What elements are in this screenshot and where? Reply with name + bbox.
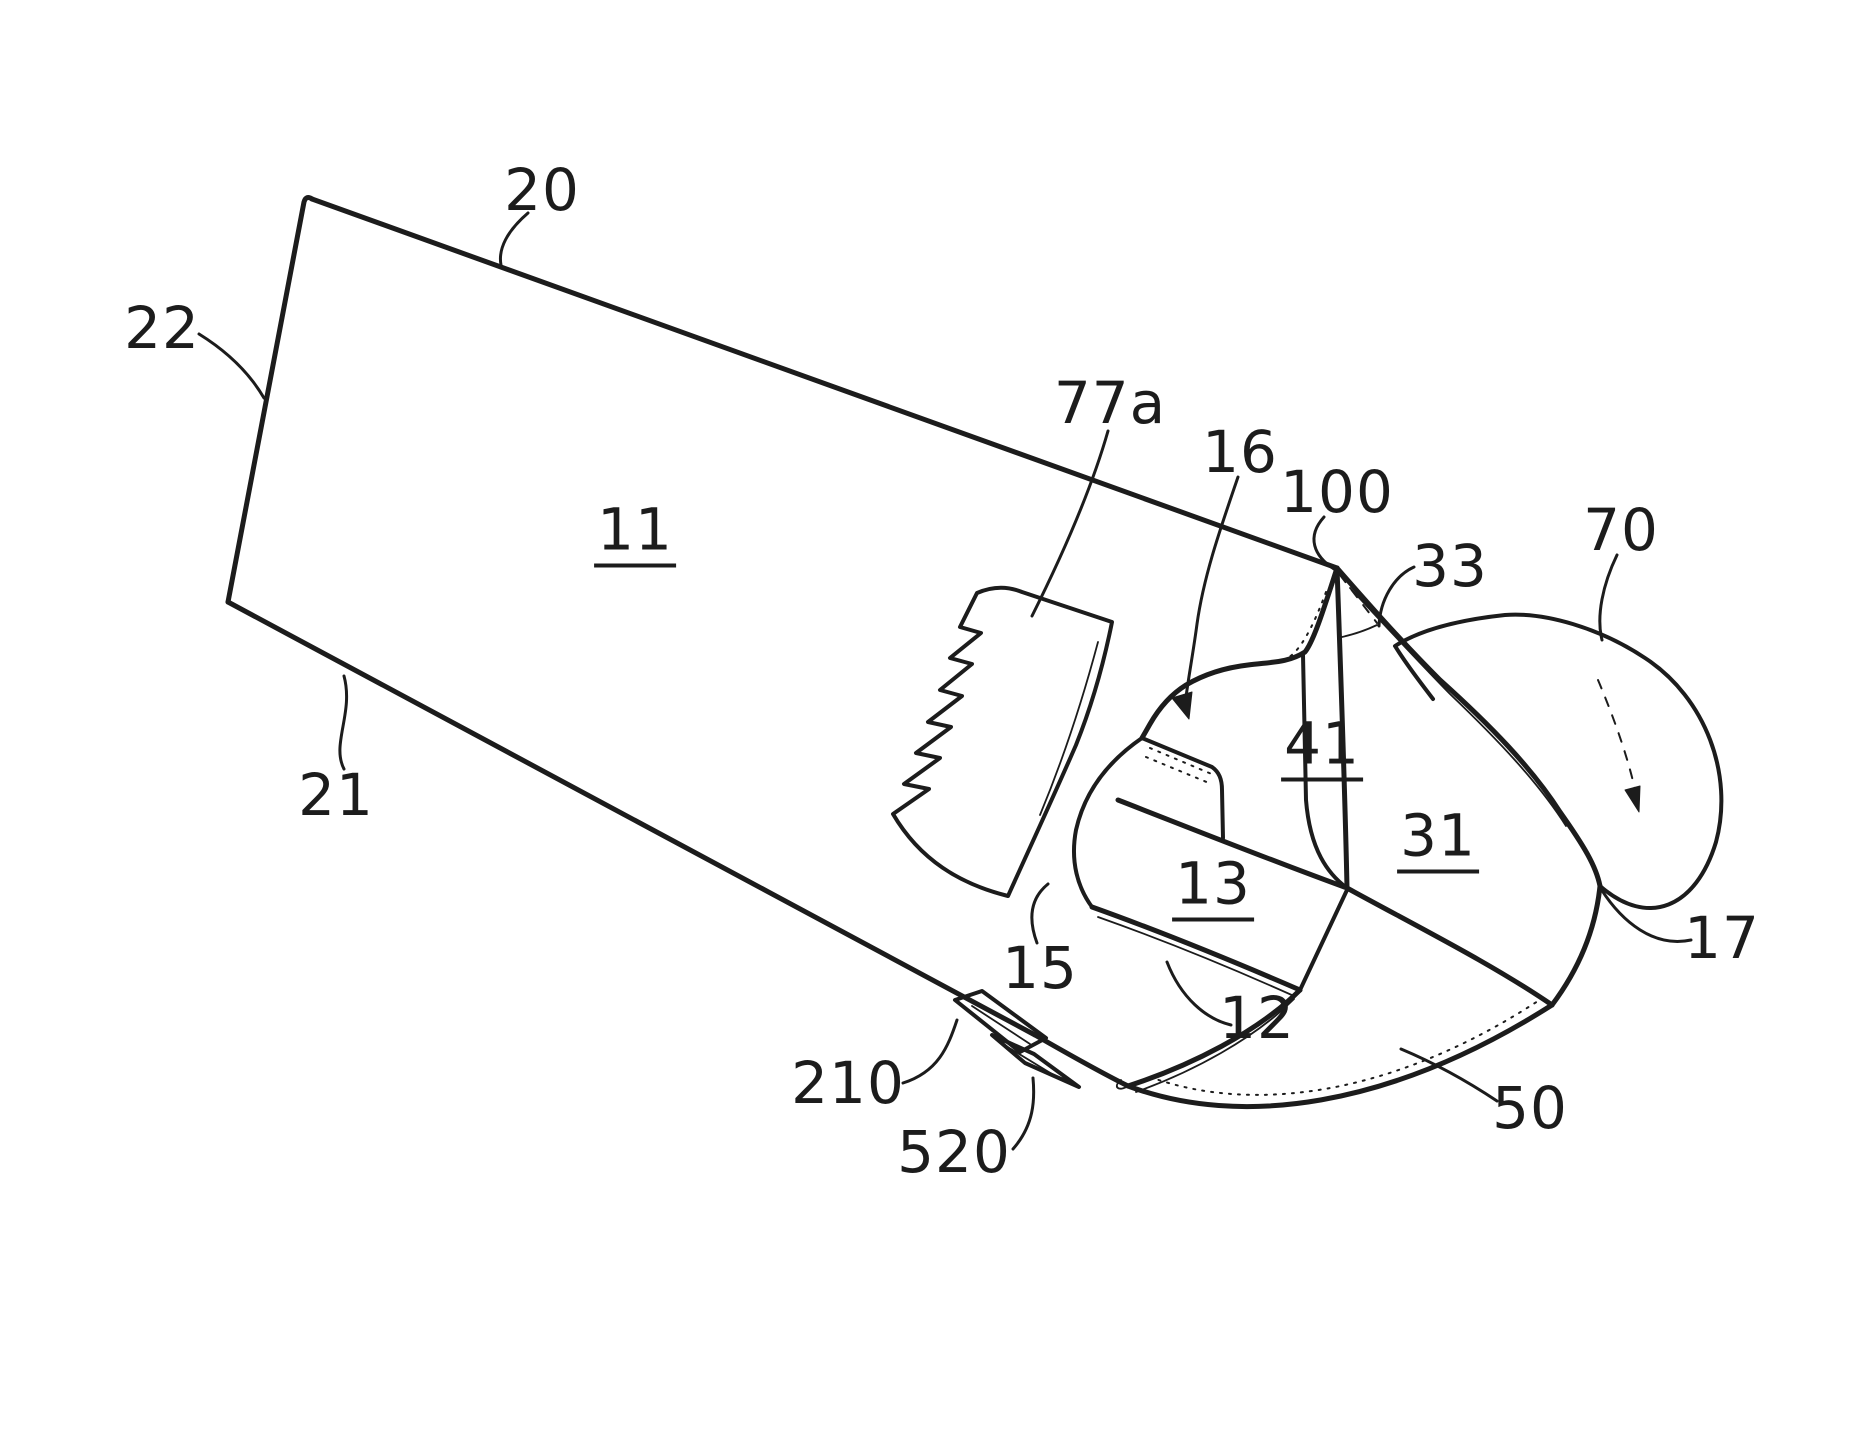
ref-label-17: 17 xyxy=(1684,904,1760,972)
arrow-16 xyxy=(1171,691,1193,720)
ref-label-11: 11 xyxy=(594,501,676,568)
hood-and-facet-41 xyxy=(1139,565,1555,1008)
edge-tabs xyxy=(953,989,1081,1089)
ref-label-16: 16 xyxy=(1202,418,1278,486)
scoop-70-outline xyxy=(1393,612,1724,910)
ref-label-22: 22 xyxy=(124,294,200,362)
serrated-plate xyxy=(891,585,1114,898)
leader-520 xyxy=(1011,1076,1036,1151)
ref-label-70: 70 xyxy=(1583,496,1659,564)
leader-15 xyxy=(1030,882,1050,945)
ref-label-210: 210 xyxy=(791,1049,905,1117)
ref-label-12: 12 xyxy=(1219,984,1295,1052)
ref-label-20: 20 xyxy=(504,156,580,224)
leader-22 xyxy=(197,332,266,400)
ref-label-31: 31 xyxy=(1397,807,1479,874)
ref-label-77a: 77a xyxy=(1053,369,1167,437)
leader-16 xyxy=(1184,475,1240,699)
leader-100 xyxy=(1312,515,1336,571)
leader-50 xyxy=(1399,1047,1499,1103)
leader-20 xyxy=(498,211,530,267)
body-outline xyxy=(225,195,1340,1090)
ref-label-21: 21 xyxy=(298,761,374,829)
ref-label-520: 520 xyxy=(897,1118,1011,1186)
leader-lines xyxy=(197,211,1693,1151)
leader-77a xyxy=(1030,429,1110,618)
step-facets xyxy=(1072,736,1350,1093)
ref-label-33: 33 xyxy=(1412,532,1488,600)
leader-17 xyxy=(1599,887,1693,943)
leader-210 xyxy=(901,1018,959,1085)
scoop-blade-outline xyxy=(1125,883,1603,1110)
ref-label-41: 41 xyxy=(1281,715,1363,782)
leader-33 xyxy=(1377,565,1416,628)
leader-21 xyxy=(338,674,349,771)
leader-70 xyxy=(1598,553,1619,642)
ref-label-13: 13 xyxy=(1172,855,1254,922)
scoop-interior-arrow xyxy=(1624,785,1641,813)
ref-label-100: 100 xyxy=(1280,458,1394,526)
leader-12 xyxy=(1165,960,1233,1027)
ref-label-15: 15 xyxy=(1002,934,1078,1002)
ref-label-50: 50 xyxy=(1492,1074,1568,1142)
